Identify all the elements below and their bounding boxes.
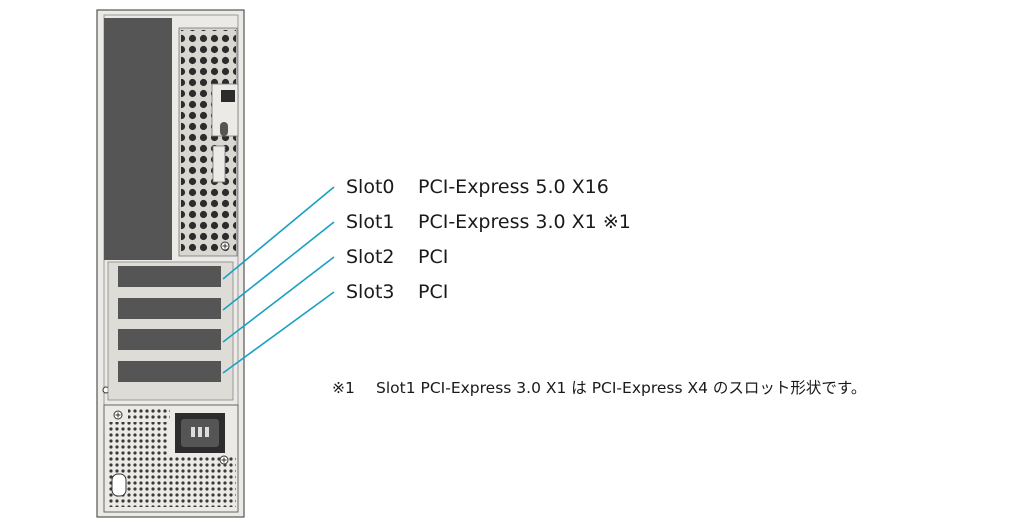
footnote: ※1 Slot1 PCI-Express 3.0 X1 は PCI-Express…: [332, 376, 866, 398]
slot0-cover: [118, 266, 221, 287]
leader-slot0: [222, 186, 335, 280]
slot-row-1: Slot1 PCI-Express 3.0 X1 ※1: [346, 211, 631, 233]
footnote-mark: ※1: [332, 379, 355, 397]
leader-slot1: [222, 221, 335, 311]
slot1-cover: [118, 298, 221, 319]
power-supply: [103, 404, 239, 513]
slot-row-0: Slot0 PCI-Express 5.0 X16: [346, 176, 609, 198]
footnote-text: Slot1 PCI-Express 3.0 X1 は PCI-Express X…: [376, 379, 867, 397]
slot2-cover: [118, 329, 221, 350]
slot-row-3: Slot3 PCI: [346, 281, 448, 303]
slot-spec: PCI-Express 3.0 X1 ※1: [418, 211, 631, 233]
chassis-details: [102, 83, 239, 394]
leader-lines: [222, 186, 335, 374]
slot-row-2: Slot2 PCI: [346, 246, 448, 268]
leader-slot3: [222, 291, 335, 374]
slot-name: Slot0: [346, 176, 395, 198]
slot-spec: PCI: [418, 246, 449, 268]
slot-name: Slot3: [346, 281, 395, 303]
leader-slot2: [222, 256, 335, 343]
slot3-cover: [118, 361, 221, 382]
vent-grid: [178, 27, 238, 257]
slot-spec: PCI-Express 5.0 X16: [418, 176, 609, 198]
slot-spec: PCI: [418, 281, 449, 303]
slot-name: Slot2: [346, 246, 395, 268]
io-panel: [104, 18, 172, 260]
slot-name: Slot1: [346, 211, 395, 233]
slot-covers: [107, 261, 234, 401]
